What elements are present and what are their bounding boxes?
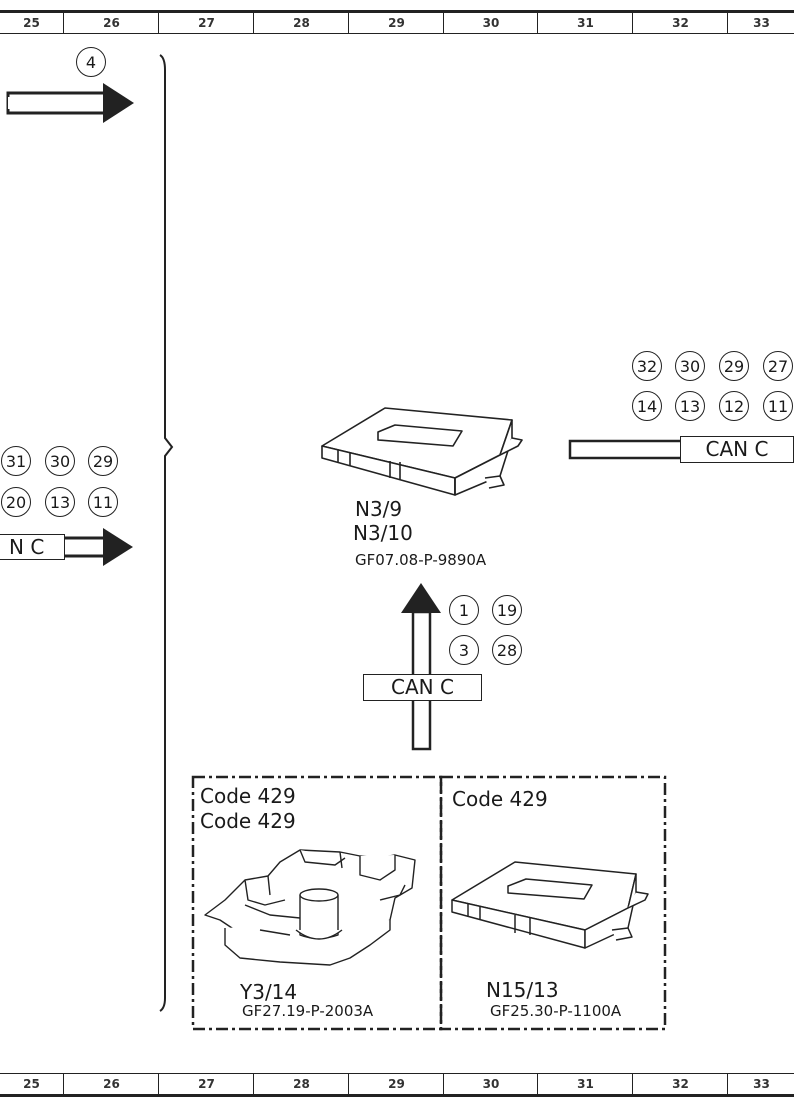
module-label: N3/10 — [353, 521, 413, 545]
ref-circle: 29 — [88, 446, 118, 476]
ref-circle: 1 — [449, 595, 479, 625]
option-box-right — [439, 775, 667, 1031]
document-reference: GF27.19-P-2003A — [242, 1002, 374, 1020]
module-label: N3/9 — [355, 497, 403, 521]
arrow-up-icon — [401, 583, 441, 751]
ruler-cell: 25 — [23, 16, 40, 30]
ruler-cell: 33 — [727, 13, 794, 33]
ruler-cell: 33 — [727, 1074, 794, 1094]
arrow-right-top-icon — [6, 83, 134, 123]
ref-circle: 19 — [492, 595, 522, 625]
can-bus-label: CAN C — [363, 674, 482, 701]
component-label: Y3/14 — [240, 980, 298, 1004]
ref-circle: 31 — [1, 446, 31, 476]
ref-circle: 30 — [675, 351, 705, 381]
ref-circle: 28 — [492, 635, 522, 665]
ruler-cell: 30 — [443, 1074, 538, 1094]
ref-circle: 20 — [1, 487, 31, 517]
top-column-ruler: 25 26 27 28 29 30 31 32 33 — [0, 10, 794, 34]
ref-circle: 29 — [719, 351, 749, 381]
can-line-right — [568, 439, 692, 460]
can-bus-label: N C — [0, 534, 65, 560]
ruler-cell: 29 — [348, 13, 444, 33]
document-reference: GF25.30-P-1100A — [490, 1002, 622, 1020]
option-box-left — [191, 775, 443, 1031]
ruler-cell: 27 — [158, 13, 254, 33]
ref-circle: 30 — [45, 446, 75, 476]
arrow-right-mid-icon — [58, 528, 133, 566]
ruler-cell: 30 — [443, 13, 538, 33]
ruler-cell: 26 — [63, 13, 159, 33]
ref-circle: 11 — [763, 391, 793, 421]
valve-body-icon — [204, 849, 416, 966]
ref-circle: 11 — [88, 487, 118, 517]
ruler-cell: 32 — [632, 13, 728, 33]
can-bus-label: CAN C — [680, 436, 794, 463]
option-code-label: Code 429 — [200, 784, 296, 808]
transmission-module-icon — [451, 861, 649, 949]
ref-circle: 32 — [632, 351, 662, 381]
ref-circle: 13 — [675, 391, 705, 421]
option-code-label: Code 429 — [452, 787, 548, 811]
ruler-cell: 25 — [23, 1077, 40, 1091]
ruler-cell: 28 — [253, 1074, 349, 1094]
ruler-cell: 32 — [632, 1074, 728, 1094]
ruler-cell: 29 — [348, 1074, 444, 1094]
control-module-icon — [321, 407, 523, 496]
ref-circle: 3 — [449, 635, 479, 665]
ref-circle: 12 — [719, 391, 749, 421]
ruler-cell: 27 — [158, 1074, 254, 1094]
ruler-cell: 31 — [537, 1074, 633, 1094]
ref-circle: 13 — [45, 487, 75, 517]
document-reference: GF07.08-P-9890A — [355, 551, 487, 569]
bottom-column-ruler: 25 26 27 28 29 30 31 32 33 — [0, 1073, 794, 1097]
grouping-brace — [159, 54, 174, 1012]
component-label: N15/13 — [486, 978, 559, 1002]
option-code-label: Code 429 — [200, 809, 296, 833]
ruler-cell: 26 — [63, 1074, 159, 1094]
ruler-cell: 31 — [537, 13, 633, 33]
ref-circle: 14 — [632, 391, 662, 421]
ruler-cell: 28 — [253, 13, 349, 33]
ref-circle: 4 — [76, 47, 106, 77]
ref-circle: 27 — [763, 351, 793, 381]
